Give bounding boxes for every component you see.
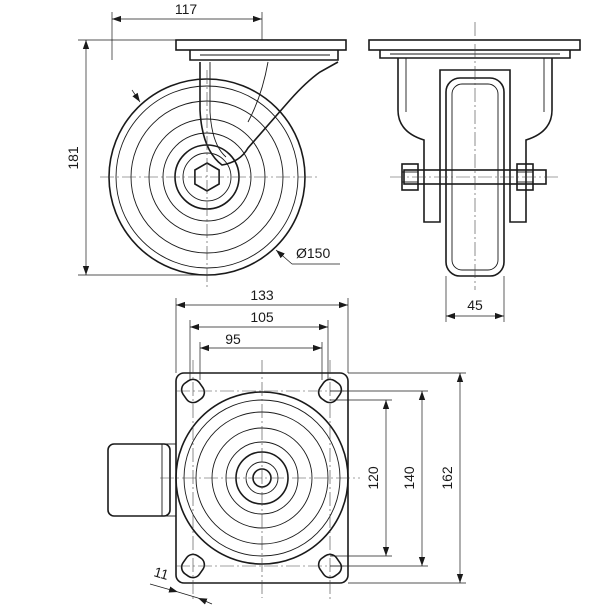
dim-top-width: 117	[175, 1, 198, 17]
dim-overall-height: 181	[65, 146, 81, 170]
dim-wheel-width: 45	[467, 297, 483, 313]
dim-slot-width: 11	[152, 563, 171, 582]
dim-hole-spacing-vertical-inner: 120	[365, 466, 381, 490]
dim-hole-spacing-outer: 105	[250, 309, 274, 325]
dim-plate-height: 162	[439, 466, 455, 490]
dim-hole-spacing-vertical-outer: 140	[401, 466, 417, 490]
dim-hole-spacing-inner: 95	[225, 331, 241, 347]
front-view: 45	[368, 22, 581, 322]
mounting-slots	[180, 378, 343, 579]
bottom-view: 133 105 95 120 140 162 11	[107, 287, 466, 605]
side-top-plate	[175, 39, 347, 51]
swivel-housing	[107, 443, 171, 517]
side-fork	[199, 61, 339, 166]
side-swivel-ring	[189, 50, 339, 61]
dim-wheel-diameter: Ø150	[296, 245, 330, 261]
dim-plate-width: 133	[250, 287, 274, 303]
front-top-plate	[368, 39, 581, 51]
side-view: 117 181 Ø150	[65, 1, 347, 290]
